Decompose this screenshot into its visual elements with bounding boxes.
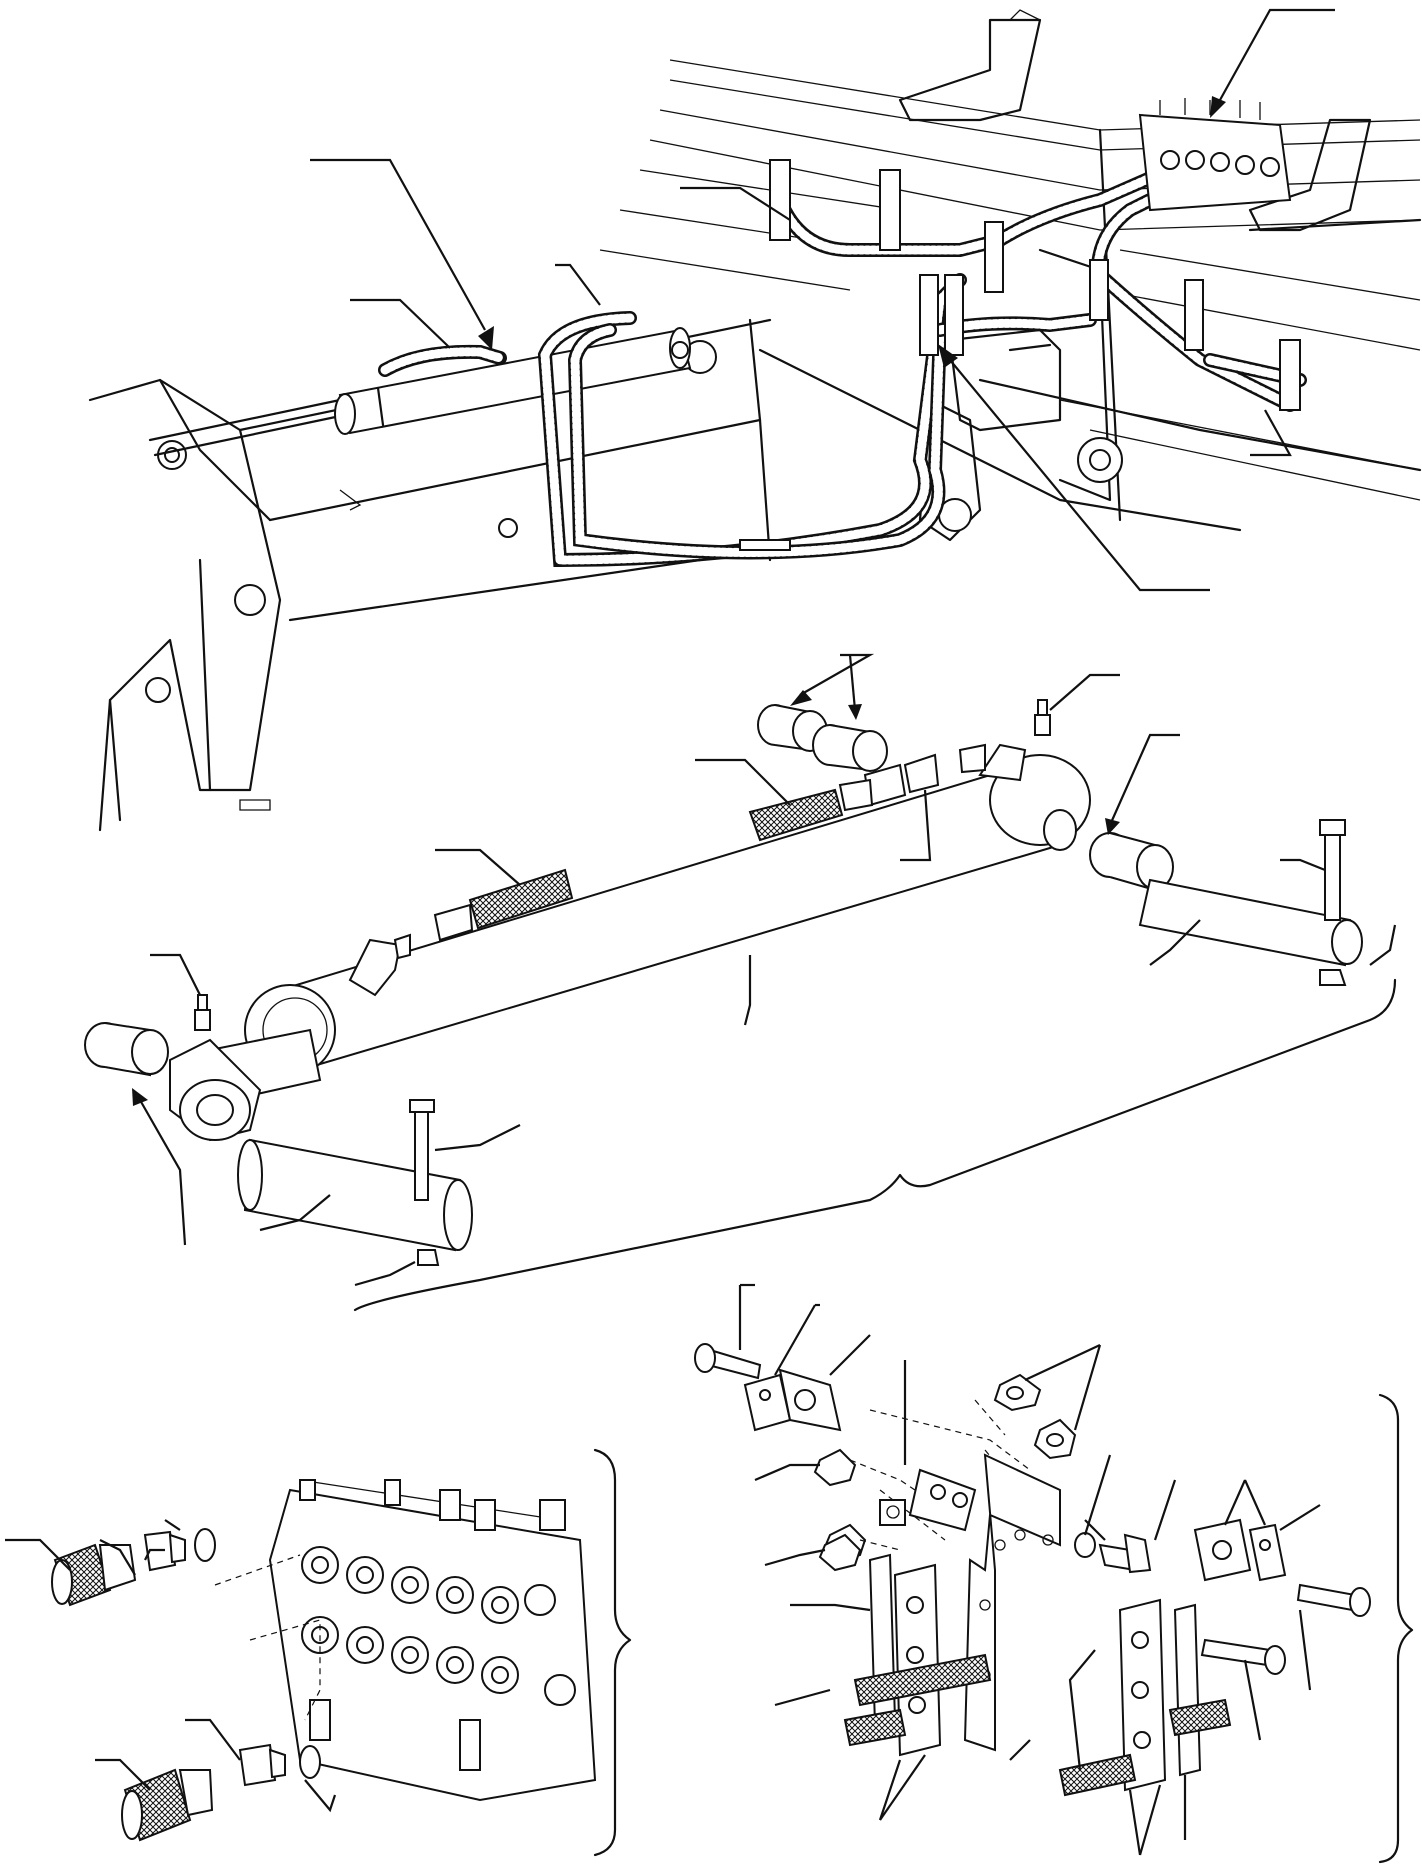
leader-line-top-7 <box>1250 409 1292 457</box>
leader-line-top-3 <box>350 298 451 349</box>
cylinder-barrel <box>278 758 1062 1072</box>
clamp-brace <box>1378 1393 1414 1864</box>
clamped-hose-right-1 <box>1058 1753 1137 1797</box>
valve-brace <box>593 1448 632 1857</box>
boom-cylinder <box>148 327 692 457</box>
boom-arm <box>88 318 772 832</box>
top-clamp-brackets <box>769 159 1301 411</box>
clamped-hose-left-2 <box>843 1708 907 1747</box>
leader-line-top-1 <box>1219 8 1335 101</box>
clamp-bolt-right <box>1296 1583 1357 1612</box>
clamp-bolt-top <box>706 1348 762 1380</box>
hose-end-lower <box>468 868 574 930</box>
boom-assembly-view <box>88 8 1422 832</box>
boom-hoses <box>378 158 1307 568</box>
leader-line-top-5 <box>680 186 791 221</box>
clamped-hose-right-2 <box>1168 1698 1232 1737</box>
leader-line-top-6 <box>949 359 1210 592</box>
valve-fittings-view <box>5 1448 632 1857</box>
leader-line-top-2 <box>310 158 486 331</box>
clamp-center-plate <box>963 1453 1061 1752</box>
assembly-brace <box>353 978 1397 1312</box>
leader-line-top-4 <box>555 263 601 306</box>
hose-clamp-exploded-view <box>694 1283 1414 1864</box>
clamped-hose-left-1 <box>853 1653 992 1707</box>
hose-end-upper <box>748 788 844 842</box>
chassis-frame <box>599 9 1422 542</box>
cylinder-exploded-view <box>84 653 1397 1312</box>
control-valve-top <box>1138 98 1292 212</box>
